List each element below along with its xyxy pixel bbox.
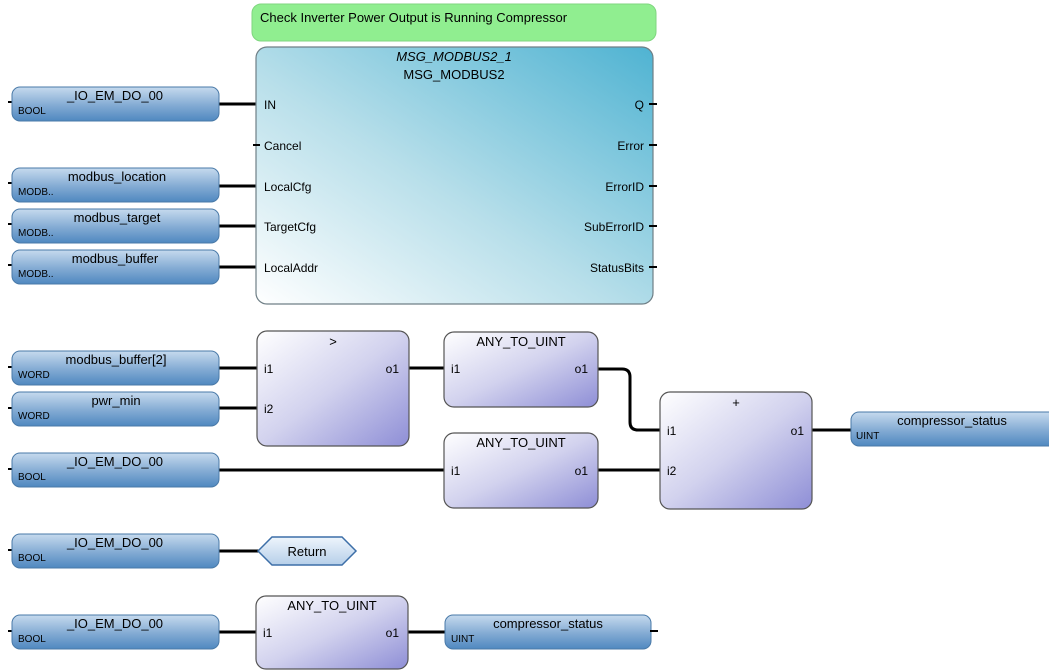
return-block[interactable]: Return	[256, 536, 358, 566]
var-name: compressor_status	[493, 616, 603, 631]
var-compressor-status-rung2[interactable]: compressor_status UINT	[850, 411, 1049, 447]
pin-o1: o1	[575, 362, 589, 376]
var-type: MODB..	[18, 228, 54, 239]
any-to-uint-block-2[interactable]: ANY_TO_UINT i1 o1	[443, 432, 599, 509]
pin-in: IN	[264, 98, 276, 112]
pin-error: Error	[617, 139, 644, 153]
pin-o1: o1	[791, 424, 805, 438]
var-type: BOOL	[18, 472, 46, 483]
var-type: WORD	[18, 411, 50, 422]
pin-errorid: ErrorID	[605, 180, 644, 194]
var-io-em-do-00-rung4[interactable]: _IO_EM_DO_00 BOOL	[8, 614, 220, 650]
var-modbus-buffer-2[interactable]: modbus_buffer[2] WORD	[8, 350, 220, 386]
pin-o1: o1	[386, 362, 400, 376]
msg-type-name: MSG_MODBUS2	[403, 67, 504, 82]
var-name: modbus_location	[68, 169, 166, 184]
pin-targetcfg: TargetCfg	[264, 220, 316, 234]
msg-modbus2-block[interactable]: MSG_MODBUS2_1 MSG_MODBUS2 IN Cancel Loca…	[253, 46, 657, 305]
pin-q: Q	[635, 98, 644, 112]
pin-i1: i1	[451, 362, 461, 376]
pin-i1: i1	[667, 424, 677, 438]
var-type: MODB..	[18, 187, 54, 198]
var-type: UINT	[856, 431, 879, 442]
var-type: UINT	[451, 634, 474, 645]
pin-localaddr: LocalAddr	[264, 261, 318, 275]
var-type: BOOL	[18, 634, 46, 645]
wire-conv-to-add-i1	[598, 367, 662, 432]
comment-box[interactable]: Check Inverter Power Output is Running C…	[251, 3, 657, 42]
var-type: BOOL	[18, 553, 46, 564]
return-label: Return	[287, 544, 326, 559]
var-type: BOOL	[18, 106, 46, 117]
pin-cancel: Cancel	[264, 139, 301, 153]
var-io-em-do-00[interactable]: _IO_EM_DO_00 BOOL	[8, 86, 220, 122]
var-name: _IO_EM_DO_00	[66, 616, 163, 631]
block-title: ANY_TO_UINT	[476, 435, 565, 450]
block-title: ANY_TO_UINT	[287, 598, 376, 613]
pin-suberrorid: SubErrorID	[584, 220, 644, 234]
block-title: ANY_TO_UINT	[476, 334, 565, 349]
var-name: _IO_EM_DO_00	[66, 535, 163, 550]
var-compressor-status-rung4[interactable]: compressor_status UINT	[444, 614, 658, 650]
wires	[219, 102, 851, 634]
pin-i2: i2	[264, 402, 274, 416]
var-name: modbus_target	[74, 210, 161, 225]
pin-i1: i1	[451, 464, 461, 478]
pin-statusbits: StatusBits	[590, 261, 644, 275]
var-name: _IO_EM_DO_00	[66, 454, 163, 469]
var-type: MODB..	[18, 269, 54, 280]
compare-gt-block[interactable]: > i1 i2 o1	[256, 330, 410, 447]
var-name: modbus_buffer[2]	[66, 352, 167, 367]
add-block[interactable]: + i1 i2 o1	[659, 391, 813, 510]
var-name: _IO_EM_DO_00	[66, 88, 163, 103]
pin-o1: o1	[575, 464, 589, 478]
any-to-uint-block-3[interactable]: ANY_TO_UINT i1 o1	[255, 595, 409, 670]
var-type: WORD	[18, 370, 50, 381]
var-name: modbus_buffer	[72, 251, 159, 266]
pin-localcfg: LocalCfg	[264, 180, 311, 194]
pin-i1: i1	[264, 362, 274, 376]
comment-text: Check Inverter Power Output is Running C…	[260, 10, 568, 25]
var-modbus-buffer[interactable]: modbus_buffer MODB..	[8, 249, 220, 285]
pin-o1: o1	[386, 626, 400, 640]
pin-i1: i1	[263, 626, 273, 640]
var-pwr-min[interactable]: pwr_min WORD	[8, 391, 220, 427]
msg-instance-name: MSG_MODBUS2_1	[396, 49, 512, 64]
block-title: >	[329, 334, 337, 349]
var-io-em-do-00-rung2[interactable]: _IO_EM_DO_00 BOOL	[8, 452, 220, 488]
var-name: compressor_status	[897, 413, 1007, 428]
var-io-em-do-00-rung3[interactable]: _IO_EM_DO_00 BOOL	[8, 533, 220, 569]
pin-i2: i2	[667, 464, 677, 478]
any-to-uint-block-1[interactable]: ANY_TO_UINT i1 o1	[443, 331, 599, 408]
var-modbus-target[interactable]: modbus_target MODB..	[8, 208, 220, 244]
block-title: +	[732, 395, 740, 410]
var-modbus-location[interactable]: modbus_location MODB..	[8, 167, 220, 203]
var-name: pwr_min	[91, 393, 140, 408]
